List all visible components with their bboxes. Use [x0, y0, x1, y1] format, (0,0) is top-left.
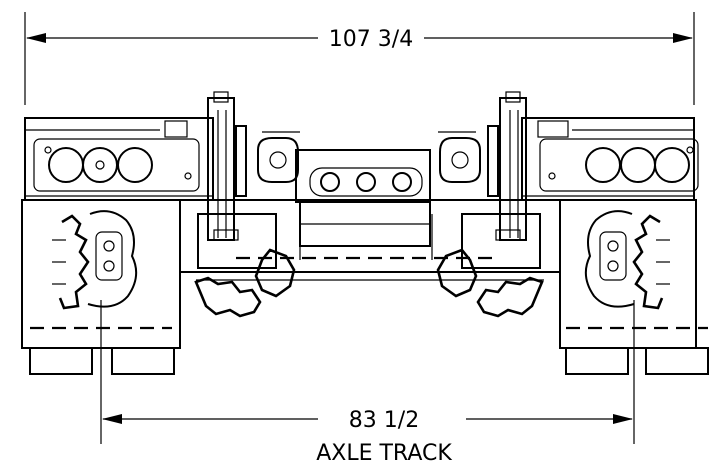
axle-track-value: 83 1/2 — [349, 408, 419, 433]
left-suspension — [194, 91, 301, 318]
right-suspension — [431, 91, 544, 318]
axle-track-dimension: 83 1/2 AXLE TRACK — [100, 300, 635, 466]
axle-track-label: AXLE TRACK — [316, 441, 452, 466]
overall-width-label: 107 3/4 — [329, 27, 413, 52]
left-wheel-assembly — [21, 117, 214, 375]
overall-width-dimension: 107 3/4 — [24, 12, 695, 105]
center-frame — [179, 149, 561, 340]
right-wheel-assembly — [521, 117, 709, 375]
